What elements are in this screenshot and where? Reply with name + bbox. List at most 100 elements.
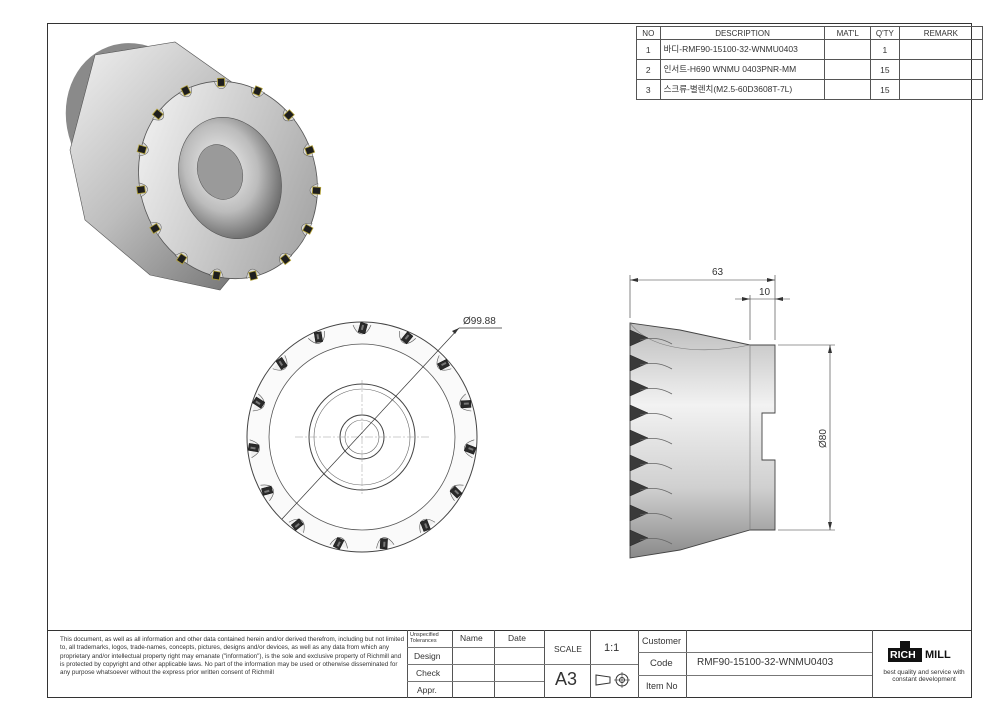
side-insert [629,354,649,372]
dim-63-arrow-left [630,278,638,282]
insert-highlight [463,402,469,405]
front-inserts [247,321,477,550]
iso-insert [174,252,188,265]
front-insert [459,393,472,412]
insert-highlight [264,489,270,494]
check-label: Check [416,668,441,678]
insert-body [180,84,192,97]
iso-insert [282,108,295,122]
dim-10-arrow-right [775,297,783,301]
insert-body [149,222,161,235]
divider [407,681,544,682]
insert-highlight [360,324,365,331]
table-row: 1 바디-RMF90-15100-32-WNMU0403 1 [636,39,983,60]
code-label: Code [650,658,673,669]
insert-body [248,270,258,281]
insert-body [136,185,146,195]
dim-63-arrow-right [767,278,775,282]
front-insert [419,519,436,533]
shank-diameter-label: Ø80 [818,429,829,448]
insert-body [311,186,322,195]
insert-body [283,109,295,121]
insert-body [176,252,188,265]
item-no-label: Item No [646,681,678,691]
iso-insert [149,222,162,236]
diameter-leader-line [281,327,460,520]
shank-length-label: 10 [759,287,771,298]
bom-material [824,79,872,100]
design-label: Design [414,651,441,661]
isometric-view [65,41,322,291]
dim-10-arrow-left [742,297,750,301]
front-insert [252,393,266,412]
divider [638,675,872,676]
side-body [629,322,776,559]
code-value: RMF90-15100-32-WNMU0403 [697,657,834,668]
bom-remark [898,79,983,100]
iso-insert [279,253,293,266]
side-view: 63 10 Ø80 [629,267,835,559]
bom-description: 스크류-별렌치(M2.5-60D3608T-7L) [659,79,826,100]
divider [407,647,544,648]
side-flute [639,337,673,345]
side-insert [629,404,649,422]
insert-body [136,144,148,155]
side-flute [639,362,673,370]
insert-highlight [383,541,386,547]
divider [407,664,544,665]
front-insert [288,518,305,533]
side-flute [639,462,673,470]
insert-highlight [316,334,320,340]
front-insert [260,484,274,501]
richmill-logo: RICH MILL [888,639,962,665]
side-insert [629,504,649,522]
iso-insert [136,182,148,198]
side-flute [639,512,673,520]
diameter-arrow-head [452,328,459,334]
divider [544,664,638,665]
divider [638,630,639,698]
iso-insert [213,77,229,90]
front-view: Ø99.88 [246,316,502,553]
iso-insert [251,85,265,98]
side-insert [629,454,649,472]
insert-highlight [468,447,474,451]
insert-body [302,223,314,235]
front-insert [464,439,477,458]
front-insert [247,439,260,458]
side-flute [639,537,673,545]
iso-bore-inner [196,144,244,200]
side-insert [629,529,649,547]
insert-body [252,85,263,97]
disclaimer-text: This document, as well as all informatio… [60,636,405,677]
front-insert [272,355,288,371]
iso-insert [303,142,316,157]
title-block: This document, as well as all informatio… [47,630,972,698]
front-insert [352,321,372,335]
logo-text-right: MILL [925,649,951,661]
front-insert [449,484,464,501]
dim-80-arrow-bottom [828,522,832,530]
side-flute [639,487,673,495]
drawing-views: Ø99.88 63 10 Ø80 [65,41,835,559]
table-row: 3 스크류-별렌치(M2.5-60D3608T-7L) 15 [636,79,983,100]
iso-insert [178,84,192,98]
side-taper-edge [629,322,751,351]
insert-highlight [404,334,410,340]
logo-text-left: RICH [890,649,916,661]
insert-highlight [255,400,261,405]
insert-highlight [441,361,447,367]
bill-of-materials: NO DESCRIPTION MAT'L Q'TY REMARK 1 바디-RM… [636,26,983,100]
iso-inserts [136,77,322,281]
scale-label: SCALE [554,644,582,654]
front-insert [376,537,395,550]
insert-highlight [294,522,300,528]
side-insert [629,329,649,347]
overall-length-label: 63 [712,267,724,278]
logo-badge [888,648,922,662]
insert-body [279,253,292,266]
logo-tagline: best quality and service with constant d… [883,669,965,683]
iso-insert [151,107,164,121]
dim-80-arrow-top [828,345,832,353]
front-insert [436,355,452,371]
